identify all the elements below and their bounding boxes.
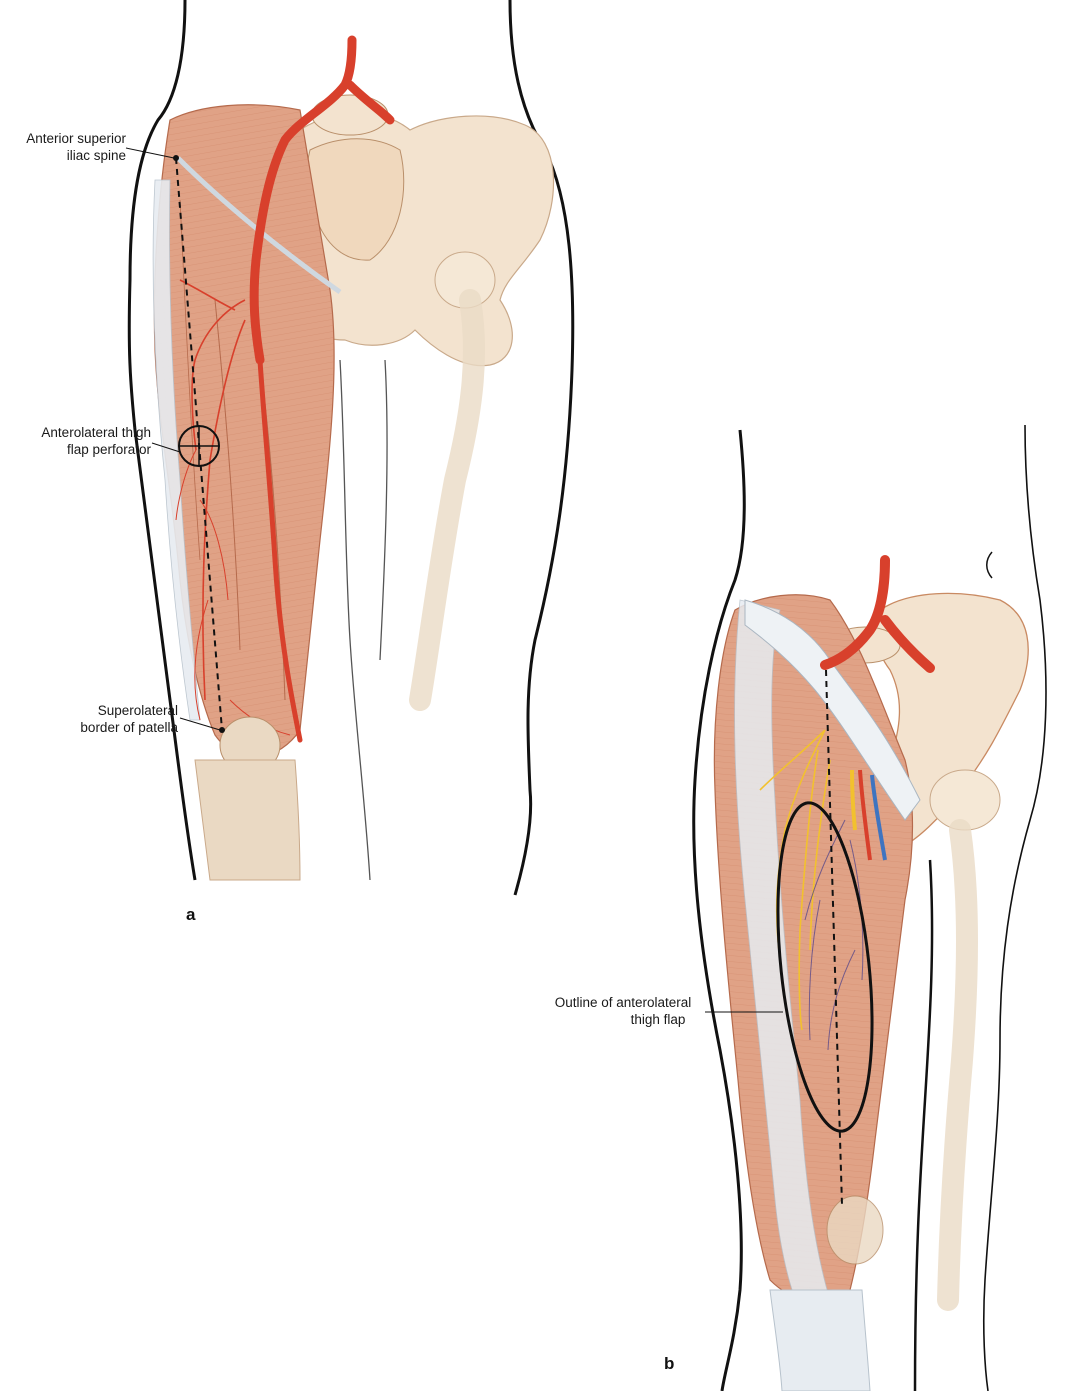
- panel-a-perforator-leader: [151, 442, 181, 453]
- panel-b-femoral-nerve: [850, 769, 857, 831]
- panel-b-body-outline-mid: [913, 859, 934, 1391]
- panel-b-letter: b: [664, 1354, 675, 1373]
- label-perforator-line1: Anterolateral thigh: [41, 425, 151, 440]
- label-flap-outline-line2: thigh flap: [630, 1012, 686, 1027]
- panel-a-perforator-marker: [178, 425, 220, 467]
- label-flap-outline: Outline of anterolateral thigh flap: [540, 994, 706, 1028]
- panel-b-body-outline-right: [982, 424, 1047, 1391]
- panel-a-inguinal-ligament: [176, 156, 342, 295]
- panel-b-lower-leg: [769, 1289, 871, 1391]
- panel-b-femur: [937, 819, 978, 1311]
- panel-b-nerve-branches: [759, 729, 831, 1031]
- panel-b-navel-mark: [986, 551, 993, 579]
- panel-a-aorta: [249, 35, 357, 365]
- panel-b-femoral-artery: [858, 769, 872, 861]
- panel-a-patella-point: [219, 727, 225, 733]
- label-flap-outline-line1: Outline of anterolateral: [554, 995, 692, 1010]
- panel-a-asis-leader: [125, 147, 175, 159]
- panel-b-body-outline-left: [692, 429, 746, 1391]
- panel-a-lateral-circumflex-branches: [179, 279, 246, 701]
- label-asis: Anterior superior iliac spine: [10, 130, 126, 164]
- panel-a-asis-point: [173, 155, 179, 161]
- panel-a-patella-leader: [179, 717, 221, 731]
- panel-b-flap-outline: [776, 801, 874, 1133]
- panel-a-letter: a: [186, 905, 196, 924]
- label-perforator-line2: flap perforator: [66, 442, 151, 457]
- panel-a-thigh-fibers: [154, 104, 335, 758]
- label-patella-line2: border of patella: [80, 720, 178, 735]
- panel-a-muscle-border-1: [214, 299, 241, 651]
- panel-b-patella: [826, 1195, 884, 1265]
- panel-b-femoral-vein: [870, 774, 887, 861]
- panel-a-femoral-artery: [255, 327, 303, 743]
- panel-b-aorta: [820, 555, 935, 673]
- panel-a-right-femur: [409, 289, 486, 711]
- label-patella: Superolateral border of patella: [60, 702, 178, 736]
- label-asis-line1: Anterior superior: [26, 131, 126, 146]
- panel-b-illustration: [692, 424, 1047, 1391]
- label-perforator: Anterolateral thigh flap perforator: [0, 424, 151, 458]
- label-asis-line2: iliac spine: [66, 148, 126, 163]
- panel-a-small-vessels: [175, 449, 291, 736]
- panel-a-body-outline-left: [127, 0, 197, 881]
- panel-a-illustration: [125, 0, 575, 896]
- label-patella-line1: Superolateral: [97, 703, 178, 718]
- panel-a-aorta-right-branch: [345, 80, 395, 125]
- panel-b-fascia-flap: [744, 599, 921, 821]
- panel-b-reference-line: [825, 669, 843, 1206]
- panel-a-inner-leg-outline: [339, 359, 388, 881]
- panel-a-lower-leg: [194, 759, 301, 881]
